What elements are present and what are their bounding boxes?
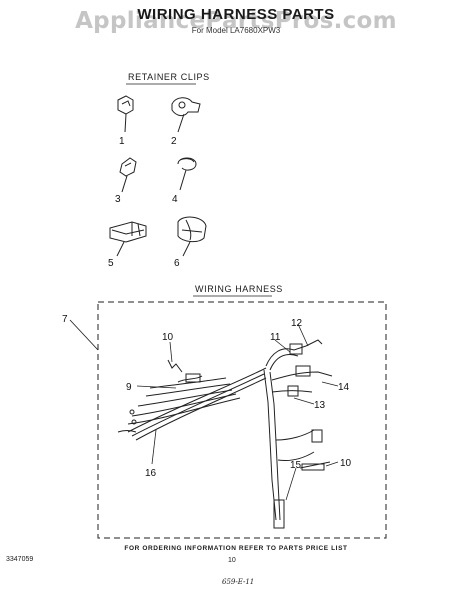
clip-6-drawing <box>177 216 207 257</box>
callout-15: 15 <box>290 460 302 471</box>
leader-7 <box>69 319 99 351</box>
watermark-text: AppliancePartsPros.com <box>75 8 397 34</box>
callout-10-top: 10 <box>162 332 174 343</box>
callout-7: 7 <box>62 314 68 325</box>
callout-1: 1 <box>119 136 125 147</box>
callout-13: 13 <box>314 400 326 411</box>
wiring-harness-heading: WIRING HARNESS <box>195 284 283 294</box>
callout-4: 4 <box>172 194 178 205</box>
callout-10-bottom: 10 <box>340 458 352 469</box>
callout-14: 14 <box>338 382 350 393</box>
clip-2-drawing <box>171 97 201 133</box>
clip-5-drawing <box>109 221 147 257</box>
leaders <box>136 323 339 501</box>
document-number: 3347059 <box>6 556 34 563</box>
retainer-clips-heading: RETAINER CLIPS <box>128 72 210 82</box>
callout-3: 3 <box>115 194 121 205</box>
handwritten-note: 659-E-11 <box>222 578 255 586</box>
callout-5: 5 <box>108 258 114 269</box>
harness-drawing <box>117 339 333 529</box>
callout-6: 6 <box>174 258 180 269</box>
clip-4-drawing <box>177 157 197 191</box>
callout-2: 2 <box>171 136 177 147</box>
callout-12: 12 <box>291 318 303 329</box>
callout-11: 11 <box>270 332 281 343</box>
clip-1-drawing <box>117 95 134 133</box>
page-title: WIRING HARNESS PARTS <box>137 6 335 23</box>
page-number: 10 <box>228 557 236 564</box>
model-line: For Model LA7680XPW3 <box>191 26 281 35</box>
harness-dashed-box <box>97 301 387 539</box>
callout-16: 16 <box>145 468 157 479</box>
callout-9: 9 <box>126 382 132 393</box>
ordering-note: FOR ORDERING INFORMATION REFER TO PARTS … <box>124 545 348 552</box>
clip-3-drawing <box>119 157 137 193</box>
